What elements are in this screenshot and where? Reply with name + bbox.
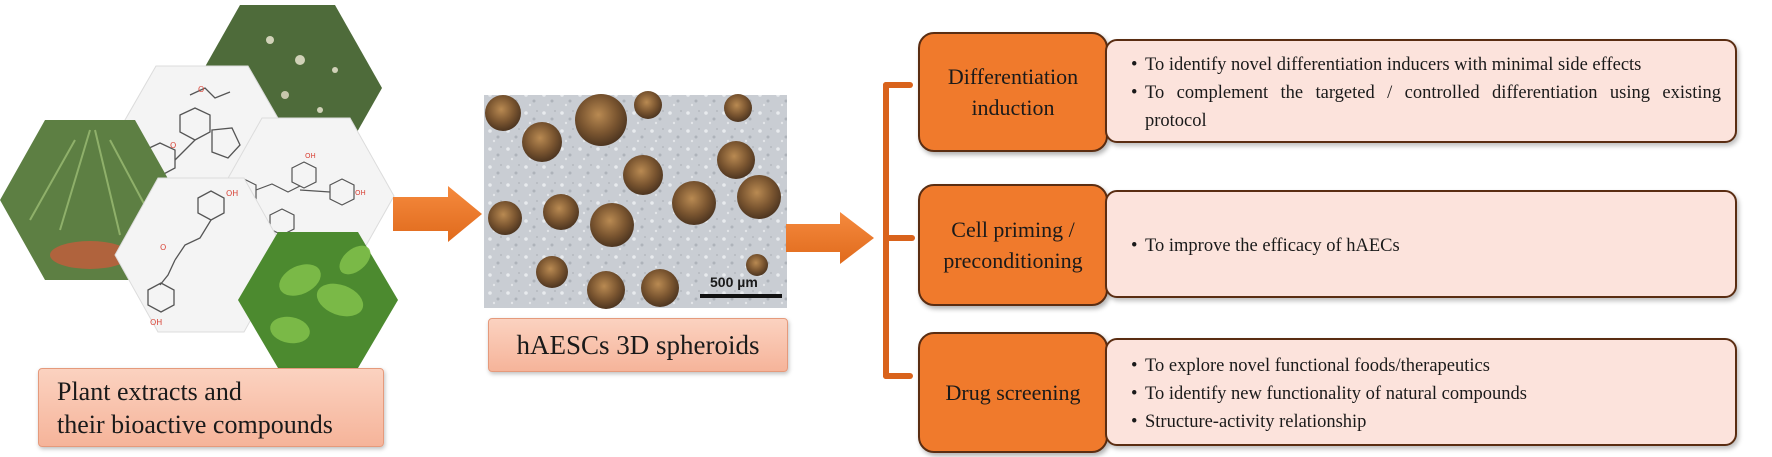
svg-text:OH: OH [226,189,238,198]
scale-bar-label: 500 µm [710,274,758,290]
arrow-right-1 [393,186,482,242]
plant-extracts-label: Plant extracts and their bioactive compo… [38,368,384,447]
description-differentiation-induction: To identify novel differentiation induce… [1105,39,1737,143]
plant-label-line-2: their bioactive compounds [57,409,333,439]
category-title-line: Cell priming / [951,217,1075,242]
bullet-item: To complement the targeted / controlled … [1131,79,1721,135]
spheroid-micrograph [484,91,787,309]
category-cell-priming: Cell priming / preconditioning [918,184,1108,306]
category-title-line: preconditioning [943,248,1083,273]
svg-text:OH: OH [150,318,162,327]
bullet-item: To explore novel functional foods/therap… [1131,352,1721,380]
category-title-line: Differentiation [947,64,1079,89]
description-cell-priming: To improve the efficacy of hAECs [1105,190,1737,298]
category-drug-screening: Drug screening [918,332,1108,453]
svg-text:OH: OH [355,189,366,197]
bullet-item: To improve the efficacy of hAECs [1131,232,1721,260]
arrow-right-2 [786,212,874,264]
plant-label-line-1: Plant extracts and [57,376,242,406]
spheroids-label: hAESCs 3D spheroids [488,318,788,372]
svg-text:O: O [198,85,204,94]
bullet-item: To identify novel differentiation induce… [1131,51,1721,79]
category-differentiation-induction: Differentiation induction [918,32,1108,152]
svg-text:O: O [160,243,166,252]
category-title-line: induction [971,95,1055,120]
bullet-item: Structure-activity relationship [1131,408,1721,436]
bullet-item: To identify new functionality of natural… [1131,380,1721,408]
svg-text:OH: OH [305,152,316,160]
category-title-line: Drug screening [945,380,1081,405]
bracket [883,82,915,379]
description-drug-screening: To explore novel functional foods/therap… [1105,338,1737,446]
svg-text:O: O [170,141,176,150]
